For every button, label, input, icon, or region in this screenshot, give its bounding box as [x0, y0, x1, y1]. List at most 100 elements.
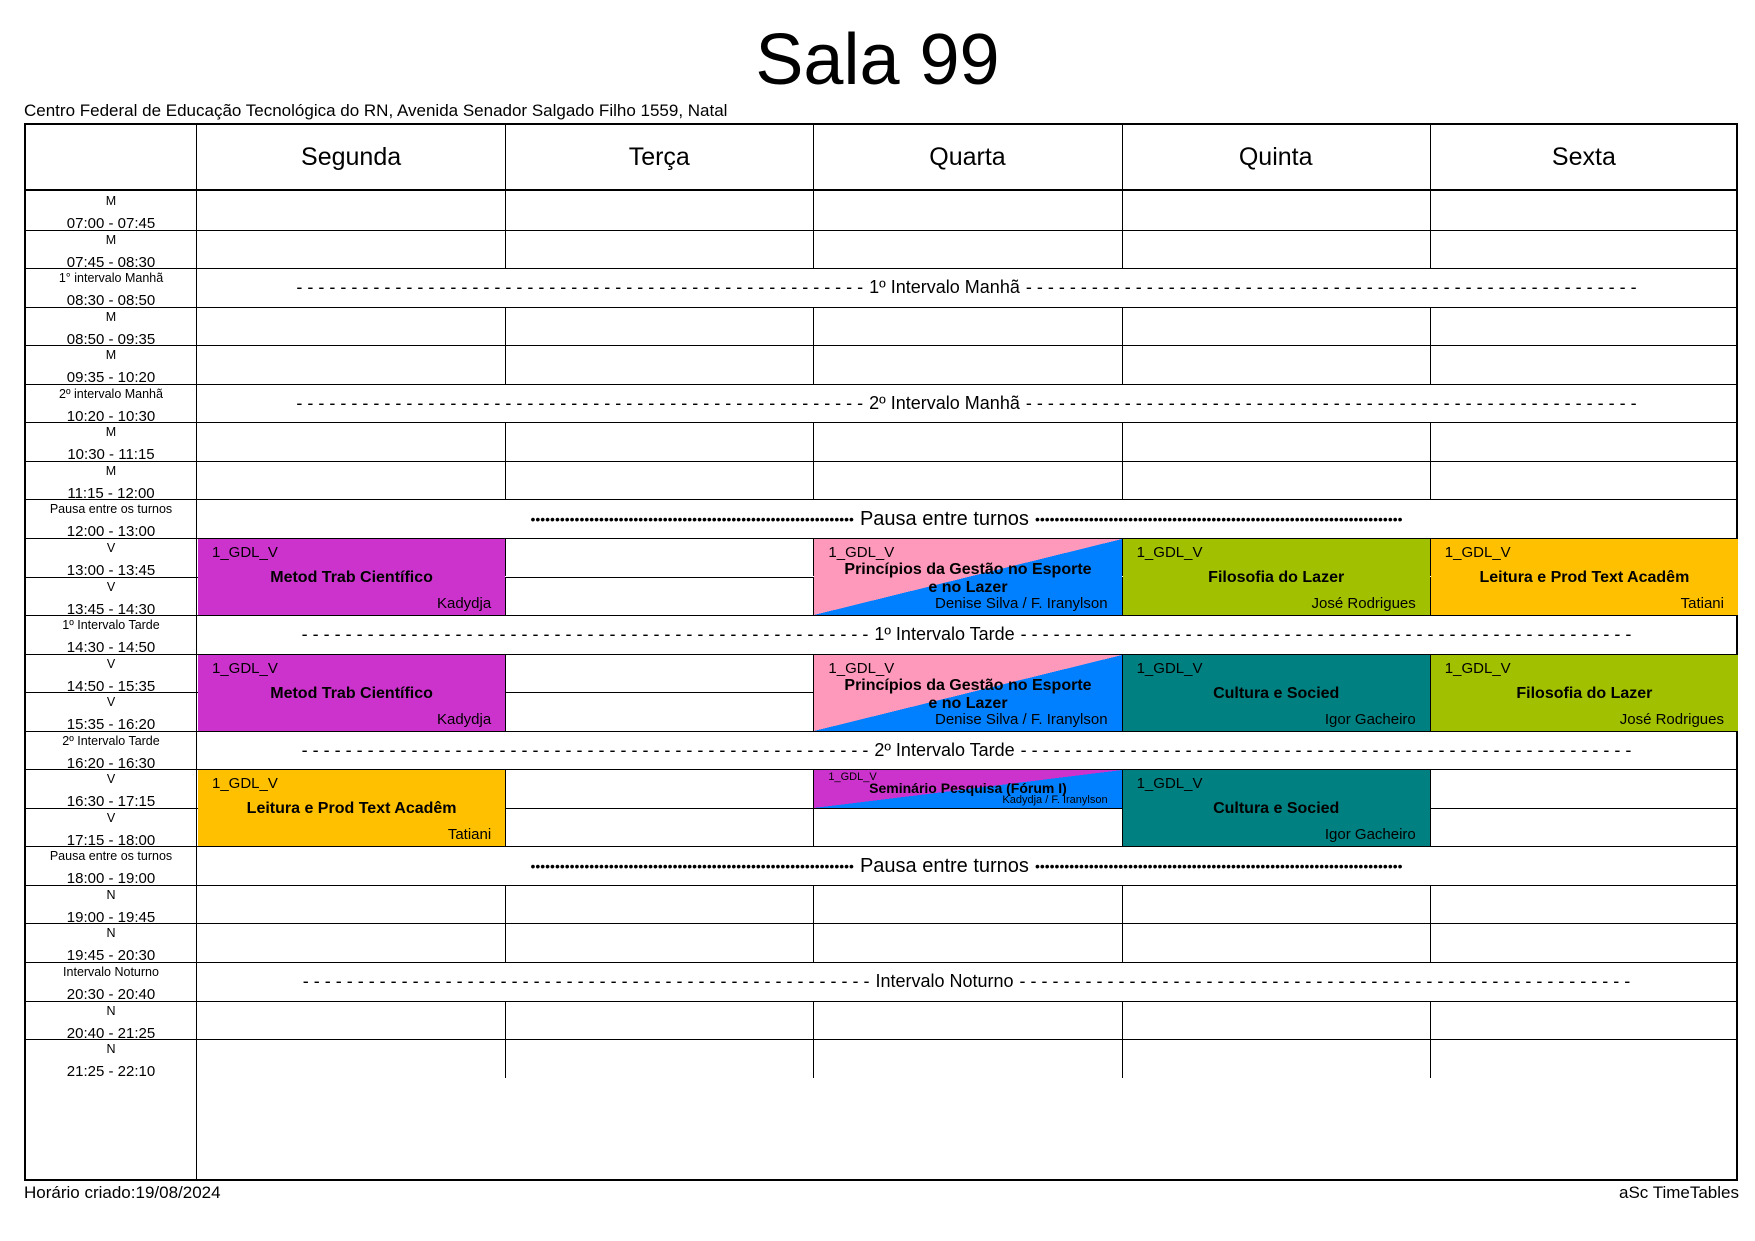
- break-label: Pausa entre turnos: [859, 507, 1029, 530]
- day-column-divider: [1429, 769, 1431, 808]
- break-label: 2º Intervalo Tarde: [874, 739, 1015, 760]
- slot-time: 09:35 - 10:20: [66, 369, 156, 387]
- lesson-subject: Cultura e Socied: [1213, 800, 1340, 818]
- break-label: Intervalo Noturno: [875, 971, 1014, 992]
- day-column-divider: [1429, 345, 1431, 384]
- slot-time: 20:40 - 21:25: [66, 1024, 156, 1042]
- lesson-group: 1_GDL_V: [212, 775, 278, 793]
- lesson-subject: Seminário Pesquisa (Fórum I): [869, 780, 1067, 797]
- day-column-divider: [505, 692, 507, 731]
- slot-label: M 10:30 - 11:15: [26, 422, 196, 464]
- lesson-teacher: Igor Gacheiro: [1324, 710, 1416, 728]
- lesson-subject: Leitura e Prod Text Acadêm: [1479, 568, 1690, 586]
- day-column-divider: [505, 191, 507, 230]
- break-leader-left: - - - - - - - - - - - - - - - - - - - - …: [302, 971, 870, 992]
- slot-time: 17:15 - 18:00: [66, 831, 156, 849]
- day-column-divider: [813, 1039, 815, 1078]
- lesson-group: 1_GDL_V: [1136, 775, 1203, 793]
- day-header-divider: [1121, 125, 1123, 189]
- slot-time: 13:45 - 14:30: [66, 600, 156, 618]
- lesson-subject: Filosofia do Lazer: [1208, 568, 1345, 586]
- day-column-divider: [813, 576, 815, 616]
- break-leader-right: - - - - - - - - - - - - - - - - - - - - …: [1020, 624, 1632, 645]
- slot-label: N 19:00 - 19:45: [26, 885, 196, 926]
- slot-time: 11:15 - 12:00: [67, 484, 155, 502]
- slot-period: Pausa entre os turnos: [49, 502, 173, 517]
- lesson-teacher: José Rodrigues: [1619, 710, 1724, 728]
- day-column-divider: [813, 769, 815, 808]
- day-column-divider: [1429, 807, 1431, 847]
- slot-time: 10:30 - 11:15: [67, 446, 155, 464]
- slot-time: 12:00 - 13:00: [66, 523, 156, 541]
- slot-label: V 13:45 - 14:30: [26, 577, 196, 618]
- day-header-3: Quarta: [929, 142, 1006, 171]
- row-divider: [26, 537, 1736, 539]
- day-column-divider: [505, 923, 507, 962]
- break-row: - - - - - - - - - - - - - - - - - - - - …: [197, 963, 1736, 1001]
- slot-time: 20:30 - 20:40: [66, 986, 156, 1003]
- day-column-divider: [813, 807, 815, 847]
- slot-time: 07:45 - 08:30: [66, 253, 156, 271]
- break-leader-left: - - - - - - - - - - - - - - - - - - - - …: [296, 393, 864, 414]
- day-header-4: Quinta: [1238, 142, 1313, 171]
- lesson-teacher: Kadydja: [436, 595, 492, 613]
- break-label: 2º Intervalo Manhã: [869, 393, 1020, 414]
- slot-period: N: [106, 887, 116, 902]
- day-column-divider: [505, 1000, 507, 1040]
- day-column-divider: [813, 191, 815, 230]
- slot-time: 21:25 - 22:10: [66, 1063, 156, 1081]
- break-leader-right: ••••••••••••••••••••••••••••••••••••••••…: [1034, 858, 1403, 875]
- slot-period: 1° intervalo Manhã: [58, 271, 164, 286]
- day-column-divider: [1121, 653, 1123, 693]
- break-row: - - - - - - - - - - - - - - - - - - - - …: [197, 731, 1736, 770]
- header-divider: [26, 189, 1736, 191]
- slot-period: V: [106, 579, 116, 594]
- day-column-divider: [813, 460, 815, 500]
- slot-period: M: [105, 425, 117, 440]
- day-column-divider: [1121, 191, 1123, 230]
- lesson-group: 1_GDL_V: [1136, 543, 1203, 561]
- day-header-5: Sexta: [1551, 142, 1616, 171]
- lesson-group: 1_GDL_V: [828, 659, 895, 677]
- lesson-group: 1_GDL_V: [212, 659, 278, 677]
- row-divider: [26, 1000, 1736, 1002]
- break-row: ••••••••••••••••••••••••••••••••••••••••…: [197, 500, 1736, 538]
- day-header-divider: [1429, 125, 1431, 189]
- day-column-divider: [1429, 576, 1431, 616]
- slot-time: 14:30 - 14:50: [66, 639, 156, 657]
- day-column-divider: [505, 422, 507, 461]
- day-column-divider: [1121, 460, 1123, 500]
- row-divider: [26, 730, 1736, 732]
- day-column-divider: [813, 345, 815, 384]
- slot-time: 07:00 - 07:45: [66, 215, 156, 232]
- slot-period: V: [106, 540, 116, 555]
- day-column-divider: [1429, 692, 1431, 731]
- day-header-divider: [813, 125, 815, 189]
- slot-time: 19:00 - 19:45: [66, 908, 156, 926]
- lesson-subject: Metod Trab Científico: [270, 684, 433, 702]
- day-column-divider: [505, 460, 507, 500]
- lesson-subject: Princípios da Gestão no Esporte e no Laz…: [844, 676, 1092, 712]
- slot-period: M: [105, 232, 117, 247]
- lesson-teacher: Kadydja / F. Iranylson: [1002, 793, 1108, 806]
- slot-time: 16:30 - 17:15: [66, 793, 156, 811]
- label-column-divider: [196, 125, 197, 1179]
